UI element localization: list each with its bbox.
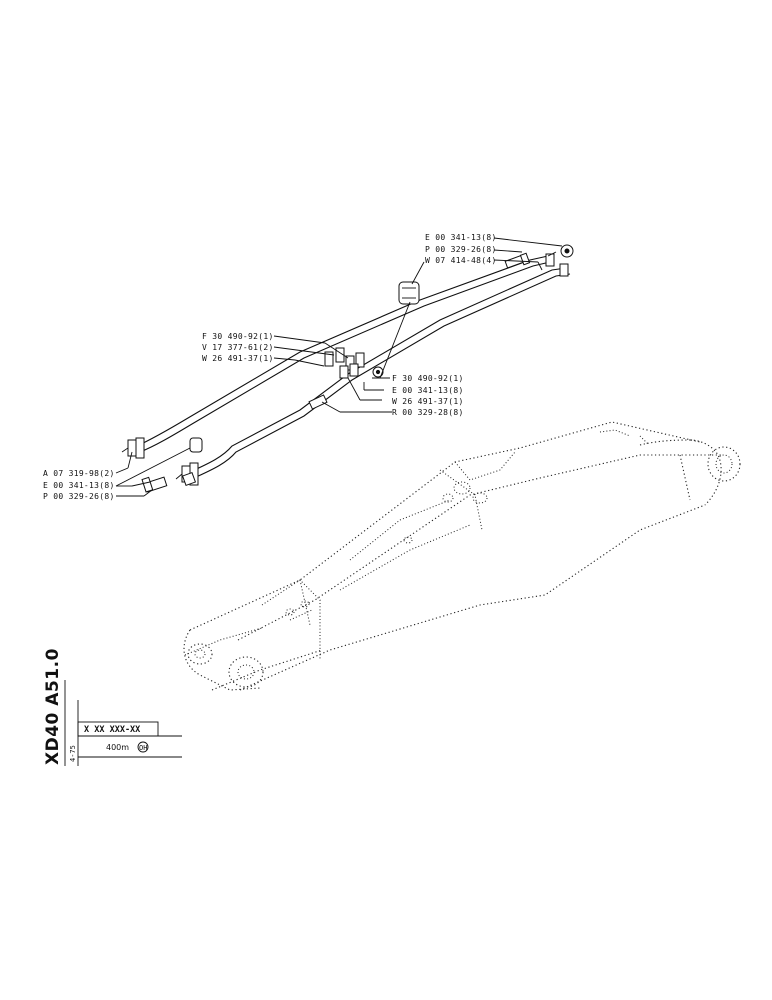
lower-tube [189,267,567,473]
variant-label: 400m [106,743,129,752]
bolt-lower [141,476,168,493]
callout-bottom-2: E 00 341-13(8) [43,481,115,490]
tube-end-fitting-left-upper [121,437,145,459]
pin-mid [308,394,328,410]
callout-top-2: P 00 329-26(8) [425,245,497,254]
callout-right-4: R 00 329-28(8) [392,408,464,417]
callout-top-1: E 00 341-13(8) [425,233,497,242]
callout-left-3: W 26 491-37(1) [202,354,274,363]
drawing-code: XD40 A51.0 [43,648,63,765]
mid-clamp-assembly [324,347,384,379]
hydraulic-tube-assembly [121,244,574,493]
callout-right-2: E 00 341-13(8) [392,386,464,395]
rubber-block-top [398,281,420,305]
leader-lines [115,237,563,497]
callout-right-1: F 30 490-92(1) [392,374,464,383]
nut-lower [181,471,197,487]
boom-outline [183,421,741,691]
title-block: XD40 A51.0 4-75 X XX XXX-XX 400m OH [43,648,182,766]
svg-text:OH: OH [139,744,147,752]
callout-left-1: F 30 490-92(1) [202,332,274,341]
callout-bottom-1: A 07 319-98(2) [43,469,115,478]
sheet-ref: 4-75 [69,745,77,762]
nut-top [560,244,574,258]
callout-labels: E 00 341-13(8) P 00 329-26(8) W 07 414-4… [43,233,497,501]
callout-bottom-3: P 00 329-26(8) [43,492,115,501]
variant-symbol: OH [137,741,149,753]
rubber-block-lower [189,437,203,453]
callout-left-2: V 17 377-61(2) [202,343,274,352]
part-number: X XX XXX-XX [84,725,140,735]
callout-right-3: W 26 491-37(1) [392,397,464,406]
tube-end-fitting-right [545,251,569,277]
callout-top-3: W 07 414-48(4) [425,256,497,265]
